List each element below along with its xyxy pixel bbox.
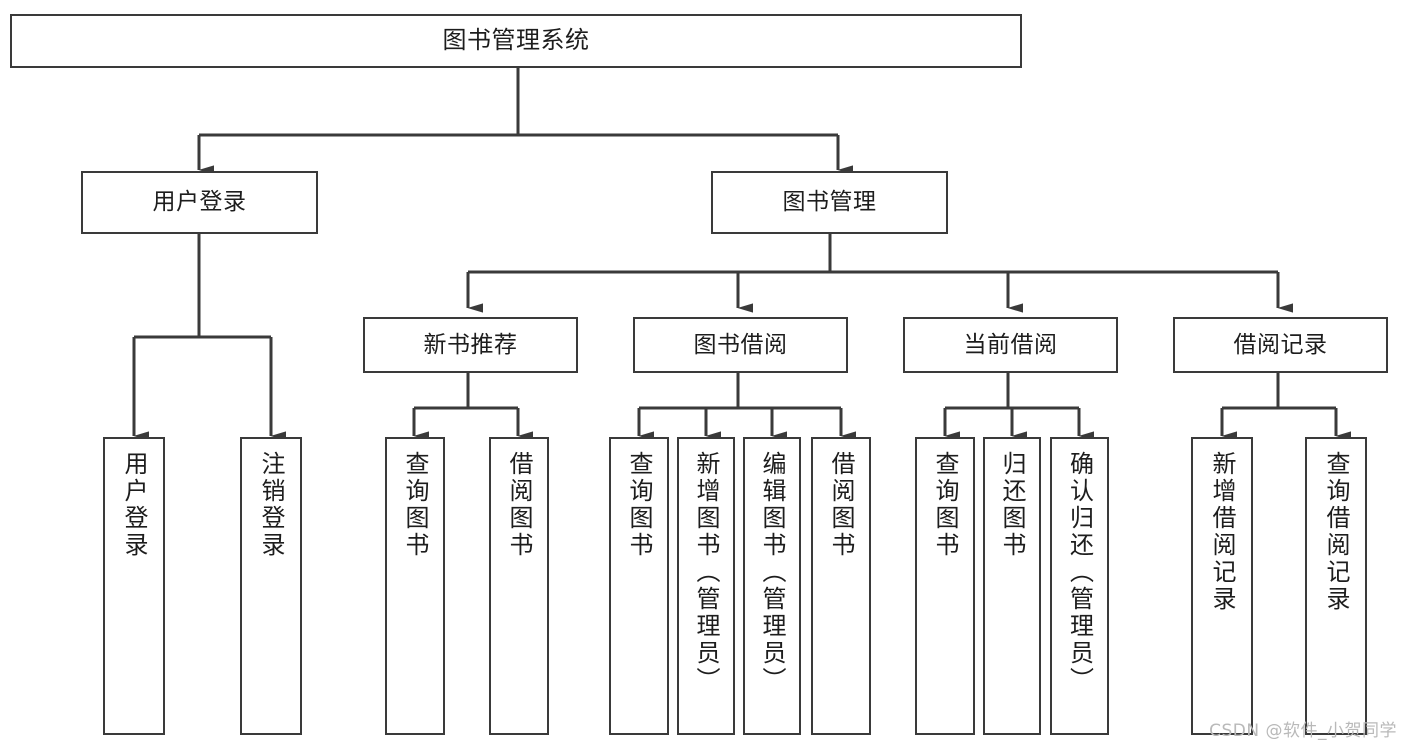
node-leaf-return-book[interactable]: 归还图书 (983, 437, 1041, 735)
node-leaf-query-book-2[interactable]: 查询图书 (609, 437, 669, 735)
node-root-label: 图书管理系统 (442, 26, 590, 55)
node-leaf-add-record[interactable]: 新增借阅记录 (1191, 437, 1253, 735)
node-leaf-add-book[interactable]: 新增图书（管理员） (677, 437, 735, 735)
node-leaf-borrow-book-2[interactable]: 借阅图书 (811, 437, 871, 735)
node-leaf-query-book-3[interactable]: 查询图书 (915, 437, 975, 735)
node-book-borrow[interactable]: 图书借阅 (633, 317, 848, 373)
node-leaf-confirm-return-label: 确认归还（管理员） (1065, 451, 1094, 694)
node-leaf-borrow-book-1[interactable]: 借阅图书 (489, 437, 549, 735)
node-new-book-rec[interactable]: 新书推荐 (363, 317, 578, 373)
node-new-book-rec-label: 新书推荐 (423, 331, 518, 358)
node-leaf-query-book-1-label: 查询图书 (401, 451, 429, 559)
node-leaf-user-logout[interactable]: 注销登录 (240, 437, 302, 735)
node-leaf-user-login[interactable]: 用户登录 (103, 437, 165, 735)
node-leaf-query-book-3-label: 查询图书 (931, 451, 959, 559)
node-borrow-record[interactable]: 借阅记录 (1173, 317, 1388, 373)
node-leaf-confirm-return[interactable]: 确认归还（管理员） (1050, 437, 1109, 735)
node-leaf-query-record[interactable]: 查询借阅记录 (1305, 437, 1367, 735)
node-user-login-label: 用户登录 (152, 189, 247, 216)
csdn-watermark: CSDN @软件_小贺同学 (1209, 721, 1397, 741)
node-user-login[interactable]: 用户登录 (81, 171, 318, 234)
node-leaf-borrow-book-1-label: 借阅图书 (505, 451, 533, 559)
node-borrow-record-label: 借阅记录 (1233, 331, 1328, 358)
node-current-borrow[interactable]: 当前借阅 (903, 317, 1118, 373)
node-leaf-edit-book[interactable]: 编辑图书（管理员） (743, 437, 801, 735)
node-book-manage[interactable]: 图书管理 (711, 171, 948, 234)
node-leaf-edit-book-label: 编辑图书（管理员） (758, 451, 786, 694)
node-leaf-return-book-label: 归还图书 (998, 451, 1026, 559)
node-root[interactable]: 图书管理系统 (10, 14, 1022, 68)
node-leaf-add-record-label: 新增借阅记录 (1208, 451, 1236, 613)
node-current-borrow-label: 当前借阅 (963, 331, 1058, 358)
node-leaf-borrow-book-2-label: 借阅图书 (827, 451, 855, 559)
node-leaf-query-book-2-label: 查询图书 (625, 451, 653, 559)
node-leaf-user-logout-label: 注销登录 (257, 451, 285, 559)
node-book-borrow-label: 图书借阅 (693, 331, 788, 358)
node-book-manage-label: 图书管理 (782, 189, 877, 216)
node-leaf-query-record-label: 查询借阅记录 (1322, 451, 1350, 613)
node-leaf-query-book-1[interactable]: 查询图书 (385, 437, 445, 735)
node-leaf-user-login-label: 用户登录 (120, 451, 148, 559)
node-leaf-add-book-label: 新增图书（管理员） (692, 451, 720, 694)
